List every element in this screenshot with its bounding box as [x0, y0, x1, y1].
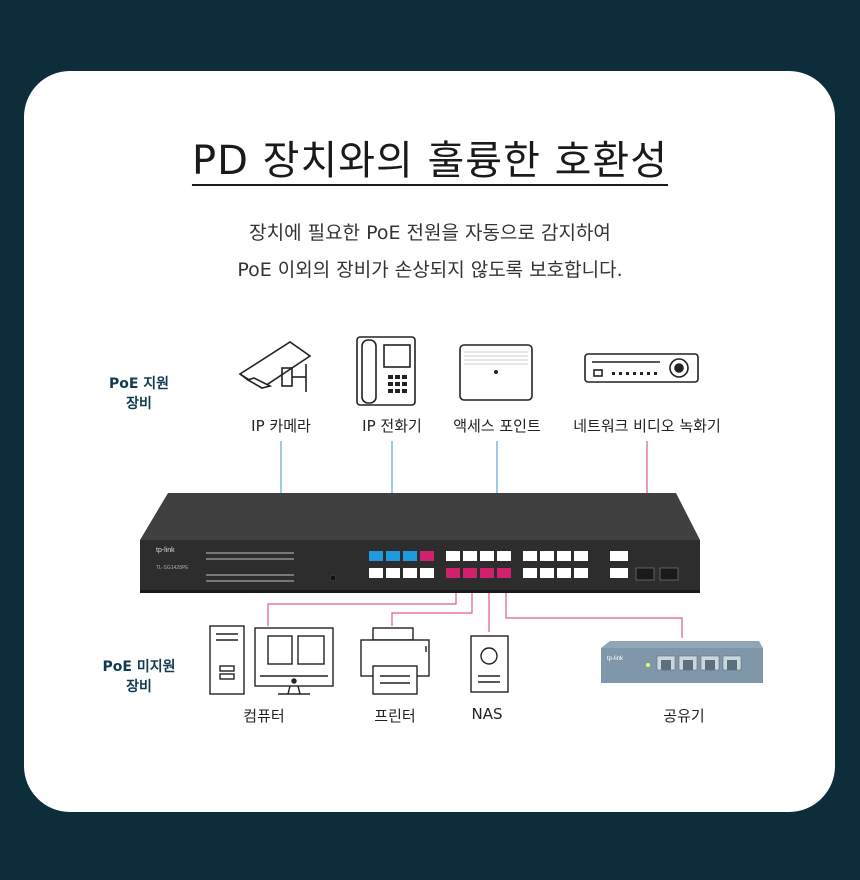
- subtitle-line-2: PoE 이외의 장비가 손상되지 않도록 보호합니다.: [237, 259, 623, 281]
- nvr-label: 네트워크 비디오 녹화기: [573, 417, 721, 435]
- printer-icon: [360, 627, 430, 695]
- router-brand: tp-link: [607, 656, 624, 662]
- ip-phone-icon: [356, 336, 416, 406]
- switch-model: TL-SG1428PE: [156, 565, 189, 571]
- printer-label: 프린터: [374, 707, 416, 725]
- switch-brand: tp-link: [156, 547, 175, 554]
- subtitle-line-1: 장치에 필요한 PoE 전원을 자동으로 감지하여: [249, 222, 611, 244]
- page-title: PD 장치와의 훌륭한 호환성: [191, 138, 669, 184]
- router-label: 공유기: [663, 707, 705, 725]
- computer-icon: [209, 625, 334, 695]
- line-printer: [391, 582, 473, 626]
- ip-camera-label: IP 카메라: [251, 417, 311, 435]
- access-point-icon: [459, 344, 533, 401]
- nas-label: NAS: [471, 705, 503, 723]
- computer-label: 컴퓨터: [243, 707, 285, 725]
- nvr-icon: [584, 353, 699, 383]
- poe-switch: tp-link TL-SG1428PE: [140, 493, 700, 593]
- router-icon: tp-link: [601, 641, 763, 683]
- ip-phone-label: IP 전화기: [362, 417, 422, 435]
- nas-icon: [470, 635, 509, 693]
- line-router: [505, 582, 683, 638]
- access-point-label: 액세스 포인트: [453, 417, 541, 435]
- content-card: [24, 71, 835, 812]
- ip-camera-icon: [238, 341, 312, 392]
